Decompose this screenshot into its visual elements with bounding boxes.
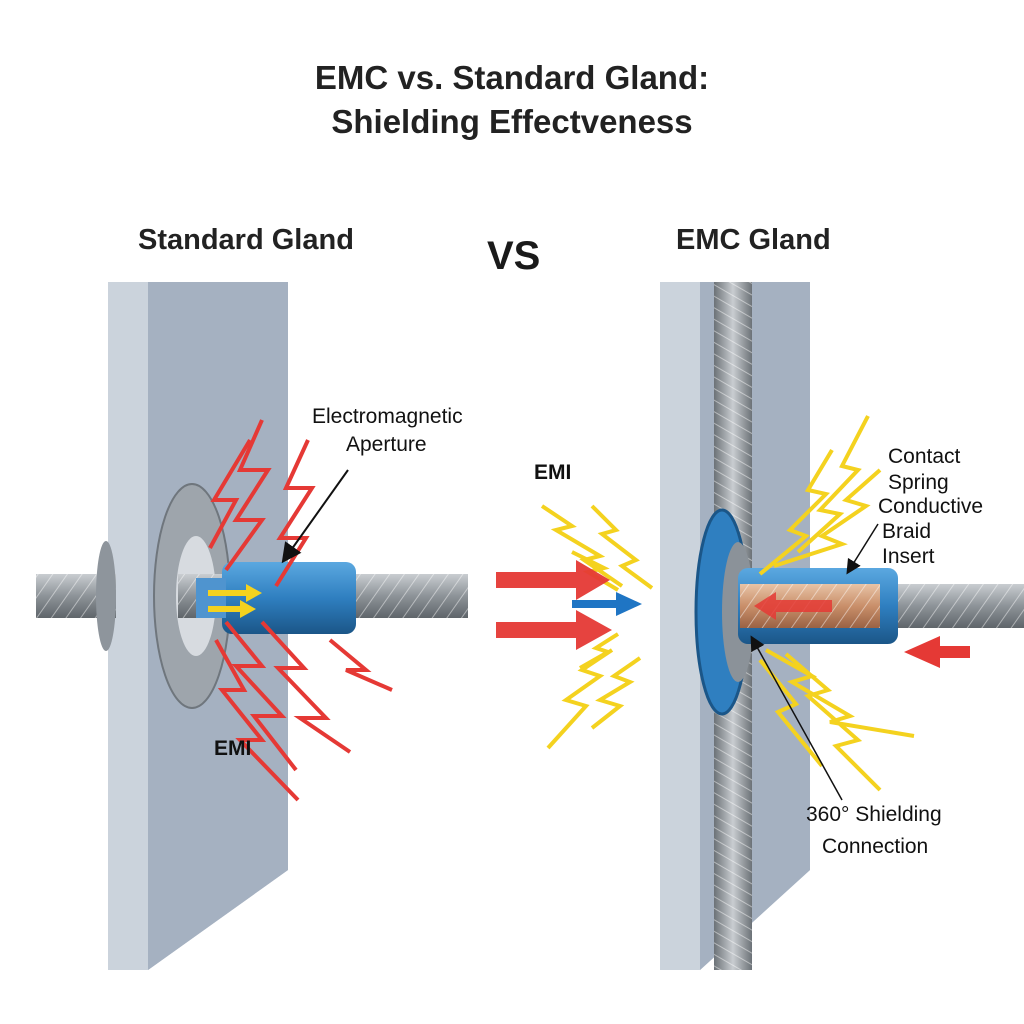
left-leak-arrows	[208, 584, 262, 618]
emc-gland-panel	[660, 282, 1024, 970]
emi-bolt	[224, 620, 298, 772]
emi-bolt	[260, 620, 352, 754]
cable-twist-texture	[876, 584, 1024, 628]
red-emi-arrow	[496, 560, 610, 600]
right-red-arrow	[904, 636, 970, 668]
leak-arrow	[208, 584, 262, 602]
red-emi-arrow	[496, 610, 612, 650]
emi-bolt	[773, 468, 882, 568]
leak-arrow	[208, 600, 256, 618]
contact-spring-line-1: Contact	[888, 445, 961, 468]
emi-bolt	[796, 415, 870, 554]
emi-bolt	[758, 448, 834, 576]
left-emi-label: EMI	[214, 737, 252, 760]
emc-gland-heading: EMC Gland	[676, 224, 831, 256]
emi-bolt	[579, 632, 620, 670]
braid-insert-leader	[846, 523, 879, 575]
contact-spring-line-2: Spring	[888, 471, 949, 494]
emi-bolt	[590, 504, 654, 590]
braid-insert-line-3: Insert	[882, 545, 935, 568]
title-line-2: Shielding Effectveness	[331, 103, 693, 140]
emi-bolt	[540, 504, 624, 588]
middle-emi-group	[496, 504, 654, 750]
standard-gland-heading: Standard Gland	[138, 224, 354, 256]
title-line-1: EMC vs. Standard Gland:	[314, 59, 710, 96]
emi-bolt	[784, 652, 882, 792]
left-wall-edge	[108, 282, 148, 970]
emi-bolt	[224, 419, 272, 572]
standard-gland-panel	[36, 282, 468, 970]
emi-bolt	[208, 438, 252, 549]
blue-emi-arrow	[572, 592, 642, 616]
middle-emi-label: EMI	[534, 461, 572, 484]
emi-bolt	[328, 638, 393, 692]
shielding-leader	[750, 635, 843, 801]
shielding-label-line-2: Connection	[822, 835, 929, 858]
left-back-nut	[96, 541, 116, 651]
braid-insert-line-2: Braid	[882, 520, 932, 543]
emi-bolt	[546, 648, 614, 750]
right-wall-edge	[660, 282, 700, 970]
left-gland-body	[222, 562, 356, 634]
right-emi-yellow-bolts	[758, 415, 915, 792]
aperture-label-line-2: Aperture	[346, 433, 427, 456]
emi-bolt	[758, 658, 824, 768]
inner-red-arrow	[754, 592, 832, 620]
aperture-label-line-1: Electromagnetic	[312, 405, 463, 428]
emi-bolt	[214, 639, 300, 802]
shielding-label-line-1: 360° Shielding	[806, 803, 942, 826]
left-emi-red-bolts	[208, 419, 393, 802]
emi-bolt	[590, 656, 642, 730]
vs-label: VS	[487, 234, 541, 278]
braid-insert-line-1: Conductive	[878, 495, 984, 518]
aperture-leader	[281, 469, 349, 564]
